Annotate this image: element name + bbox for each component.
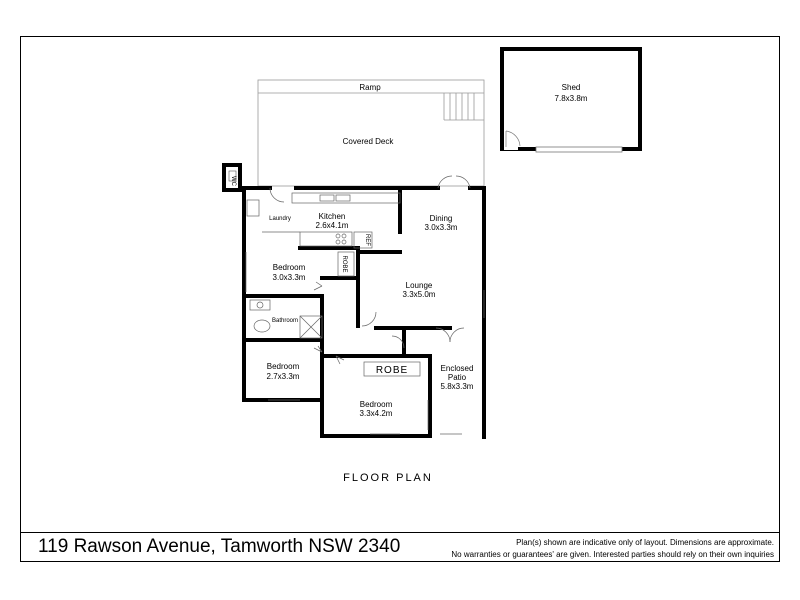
bedroom3-size-label: 3.3x4.2m xyxy=(360,409,393,418)
footer-divider xyxy=(20,532,780,533)
shed-size-label: 7.8x3.8m xyxy=(555,94,588,103)
dining-name-label: Dining xyxy=(430,214,453,223)
bedroom1-name-label: Bedroom xyxy=(273,263,306,272)
wc-label: WC xyxy=(230,176,236,187)
lounge-size-label: 3.3x5.0m xyxy=(403,290,436,299)
bedroom2-size-label: 2.7x3.3m xyxy=(267,372,300,381)
patio-name2-label: Patio xyxy=(448,373,467,382)
bedroom3-name-label: Bedroom xyxy=(360,400,393,409)
dining-size-label: 3.0x3.3m xyxy=(425,223,458,232)
shed-name-label: Shed xyxy=(562,83,581,92)
kitchen-name-label: Kitchen xyxy=(319,212,346,221)
disclaimer: Plan(s) shown are indicative only of lay… xyxy=(451,537,774,561)
ref-label: REF xyxy=(364,234,370,246)
page-frame xyxy=(20,36,780,562)
lounge-name-label: Lounge xyxy=(406,281,433,290)
disclaimer-line-1: Plan(s) shown are indicative only of lay… xyxy=(516,538,774,547)
laundry-label: Laundry xyxy=(269,216,291,222)
property-address: 119 Rawson Avenue, Tamworth NSW 2340 xyxy=(38,536,401,557)
covered-deck-label: Covered Deck xyxy=(343,137,395,146)
floor-plan-title: FLOOR PLAN xyxy=(343,472,433,484)
wc-walls xyxy=(222,163,242,192)
shed-walls xyxy=(500,47,642,153)
ramp-label: Ramp xyxy=(359,83,381,92)
bathroom-label: Bathroom xyxy=(272,318,298,324)
bedroom1-size-label: 3.0x3.3m xyxy=(273,273,306,282)
disclaimer-line-2: No warranties or guarantees' are given. … xyxy=(451,550,774,559)
patio-size-label: 5.8x3.3m xyxy=(441,382,474,391)
covered-deck-outline xyxy=(257,79,485,187)
robe-small-label: ROBE xyxy=(341,255,347,272)
bedroom2-name-label: Bedroom xyxy=(267,362,300,371)
kitchen-size-label: 2.6x4.1m xyxy=(316,221,349,230)
fixtures xyxy=(245,175,485,435)
patio-name1-label: Enclosed xyxy=(441,364,474,373)
robe-large-label: ROBE xyxy=(376,365,408,376)
